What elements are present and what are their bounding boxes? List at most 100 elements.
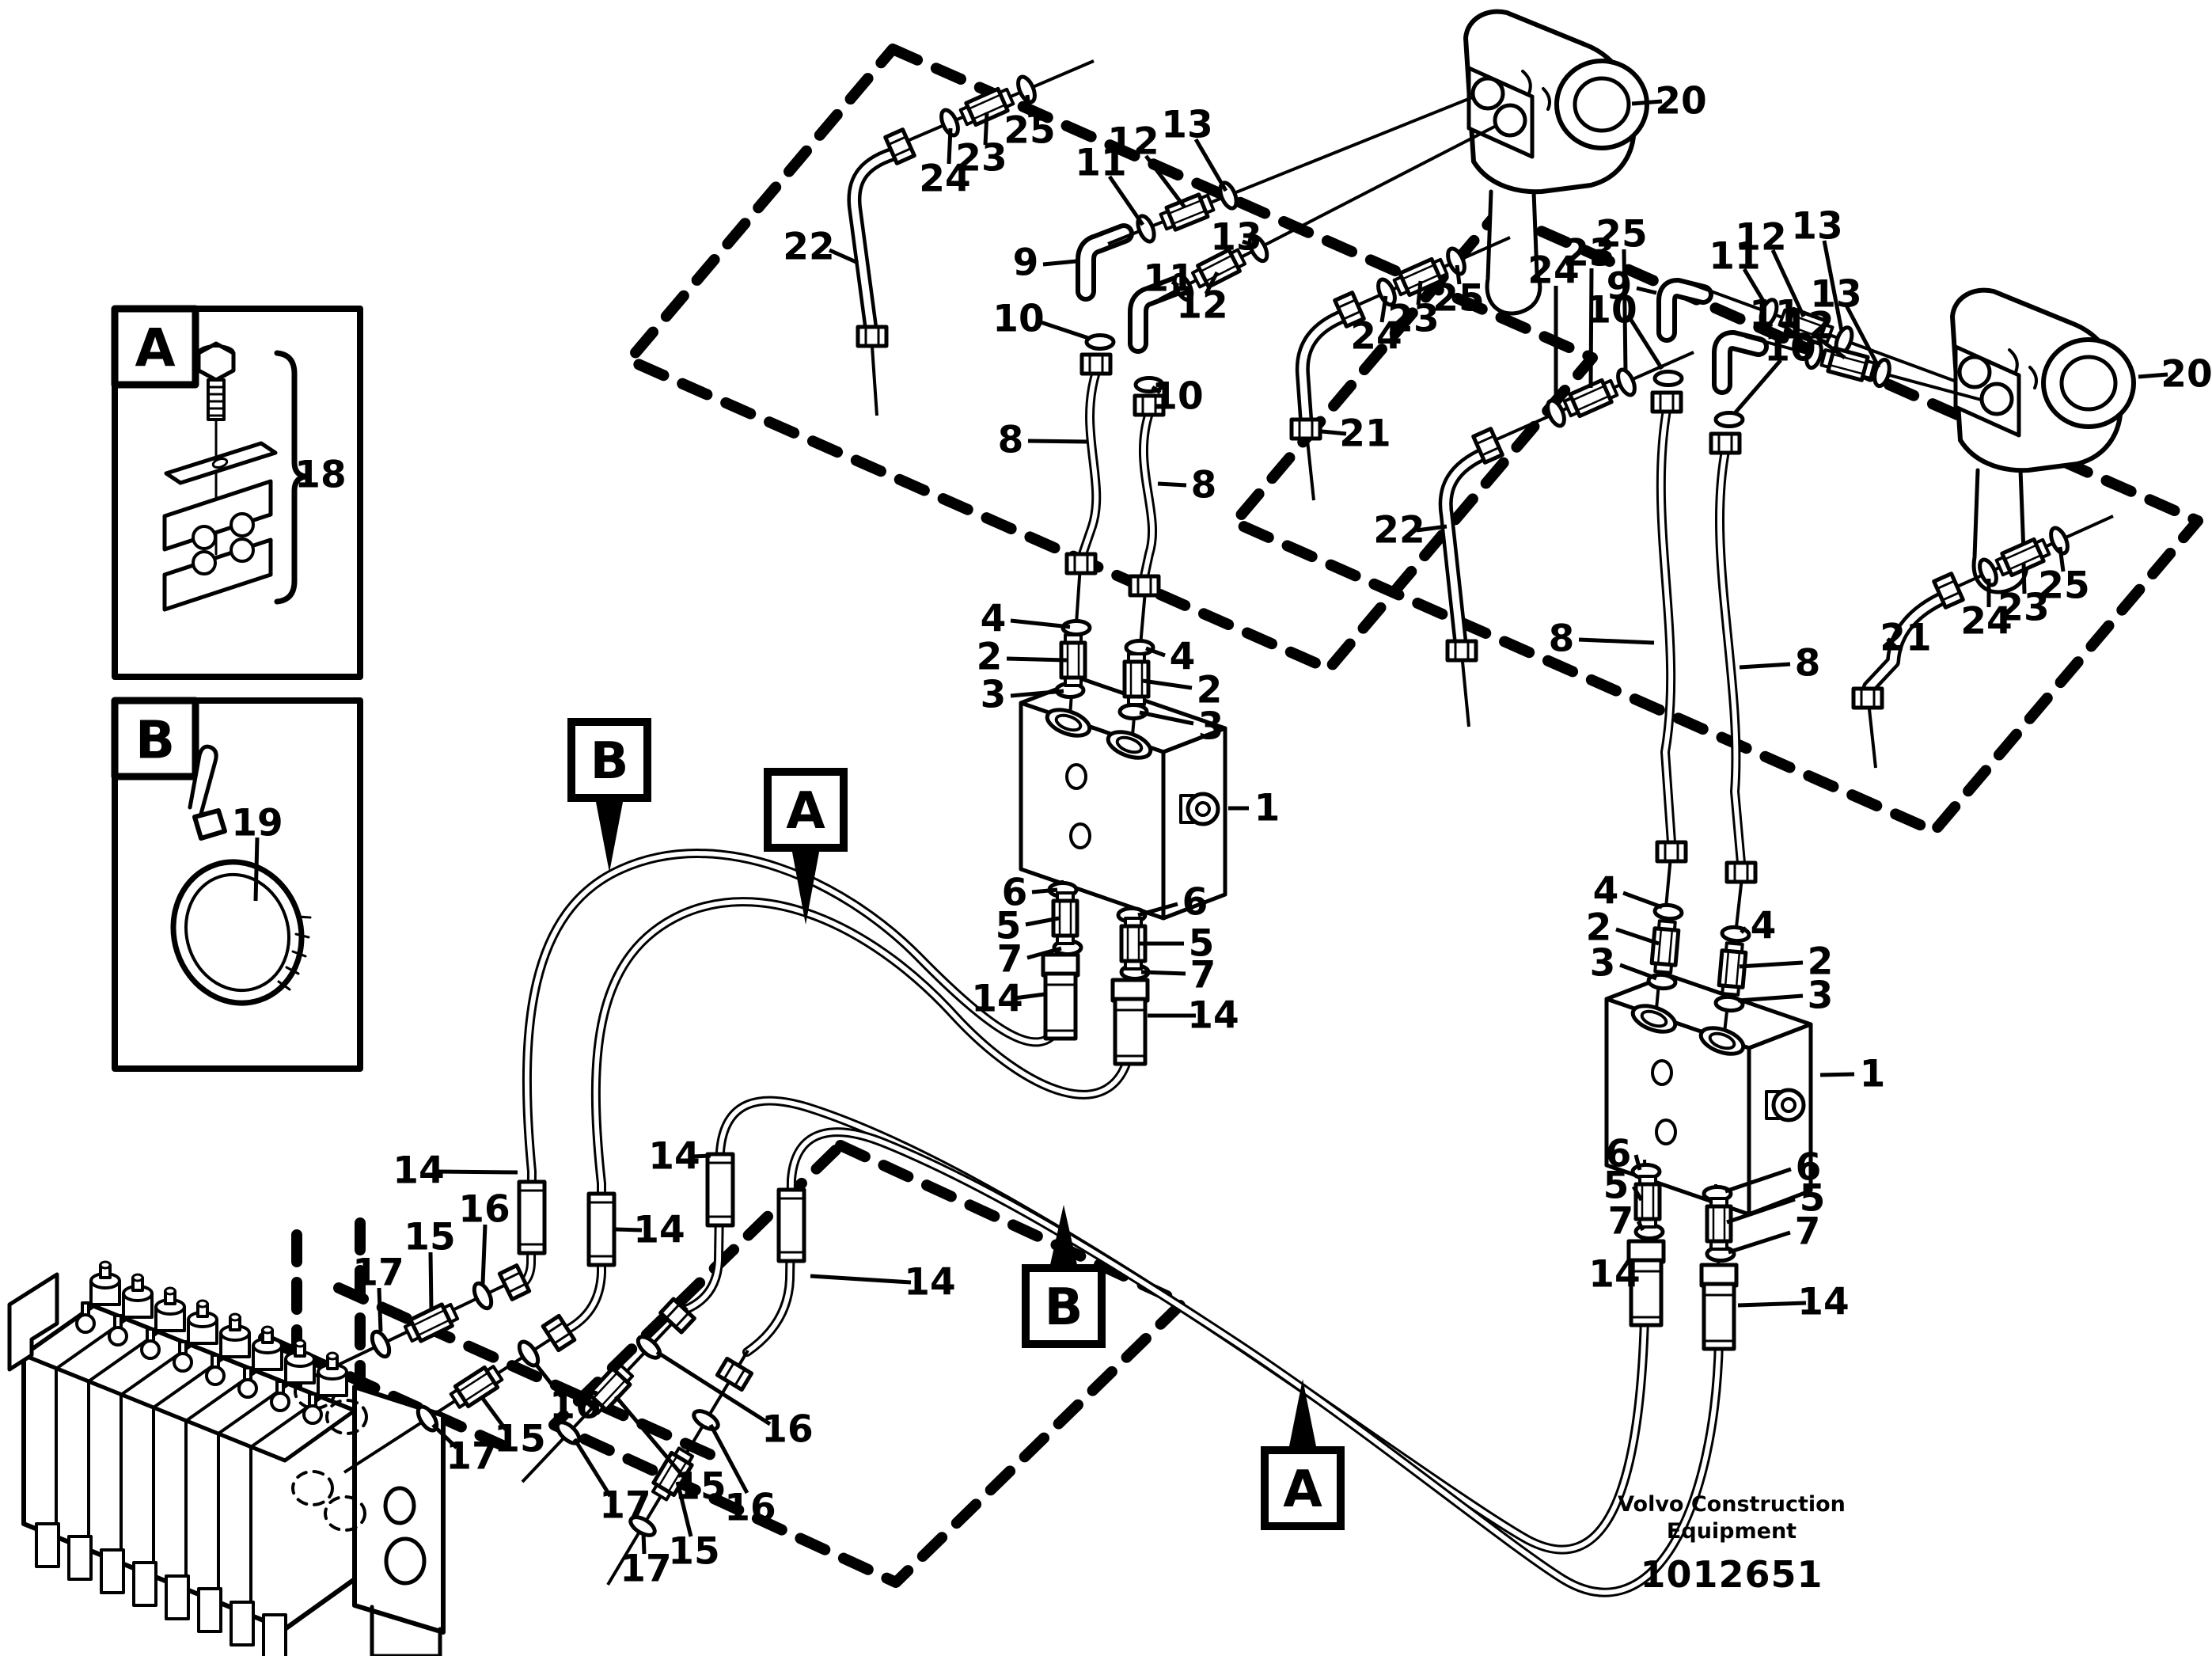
callout-25: 25 [1432, 264, 1485, 321]
drawing-number: 1012651 [1640, 1552, 1823, 1596]
callout-6: 6 [1606, 1133, 1642, 1176]
ref-marker-letter: A [1283, 1460, 1322, 1519]
callout-label: 5 [1189, 922, 1215, 966]
fitting-o [2049, 526, 2070, 556]
fitting-t [1851, 686, 1884, 710]
callout-22: 22 [1373, 509, 1447, 553]
bore-icon [1957, 355, 1992, 389]
hose-core [1299, 311, 1349, 422]
callout-13: 13 [1791, 205, 1844, 332]
oring-icon [1713, 994, 1745, 1013]
line-art [277, 915, 312, 991]
fitting-o [1652, 902, 1684, 921]
nut-icon [1709, 431, 1742, 455]
nut-icon [1724, 860, 1758, 884]
spool-top [108, 1326, 128, 1346]
hose-sleeve-icon [586, 1191, 617, 1267]
line-art [230, 512, 255, 537]
fitting-o [1247, 234, 1269, 264]
callout-23: 23 [1998, 563, 2050, 630]
fitting-t [1655, 840, 1688, 864]
callout-22: 22 [783, 226, 859, 269]
oring-icon [1016, 74, 1037, 104]
connector-nut [1110, 978, 1150, 1003]
callout-label: 21 [1880, 617, 1931, 660]
line-art [170, 859, 305, 1006]
hose-core [1658, 408, 1674, 845]
detail-box-letter-b: B [135, 710, 175, 771]
callout-leader [1631, 1185, 1644, 1202]
nut-icon [658, 1297, 696, 1335]
callout-label: 11 [1143, 257, 1194, 301]
nut-icon [1333, 291, 1366, 329]
ref-marker-letter: A [786, 782, 825, 841]
fitting-n [403, 1302, 460, 1343]
callout-21: 21 [1321, 412, 1391, 456]
callout-14: 14 [1737, 1281, 1850, 1324]
line-art [2059, 355, 2118, 412]
fitting-p [1630, 1004, 1678, 1034]
fitting-o [692, 1409, 720, 1431]
callout-13: 13 [1810, 273, 1881, 369]
hose-sleeve-icon [517, 1179, 547, 1255]
fitting-n [1059, 633, 1087, 687]
line-art [211, 458, 229, 469]
callout-12: 12 [1107, 120, 1186, 209]
callout-label: 17 [446, 1435, 497, 1479]
callout-label: 25 [1004, 109, 1055, 153]
nipple-icon [1633, 1182, 1662, 1221]
callout-10: 10 [1585, 289, 1664, 370]
callout-leader [1844, 304, 1881, 369]
hose-outline [742, 1127, 1724, 1597]
fitting-t [715, 1356, 754, 1392]
nipple-icon [1398, 256, 1444, 298]
callout-label: 13 [1810, 273, 1861, 317]
fitting-n [1159, 192, 1216, 232]
callout-3: 3 [1737, 974, 1833, 1018]
fitting-n [1119, 917, 1148, 970]
fitting-s [1041, 952, 1080, 1041]
spool-top [237, 1378, 258, 1399]
hose-core [1717, 449, 1743, 865]
fitting-c [317, 1351, 348, 1397]
callout-label: 8 [998, 419, 1024, 462]
callout-leader [1035, 318, 1091, 341]
callout-7: 7 [1608, 1200, 1645, 1244]
callout-label: 14 [1588, 1253, 1640, 1297]
line-art [111, 305, 199, 389]
nut-icon [1079, 352, 1113, 376]
callout-4: 4 [1740, 905, 1776, 948]
callout-leader [1140, 970, 1186, 976]
callout-leader [253, 837, 260, 902]
line-art [1655, 1119, 1677, 1145]
fitting-n [1122, 652, 1151, 706]
callout-leader [1622, 249, 1628, 373]
callout-3: 3 [981, 674, 1064, 717]
callout-14: 14 [1588, 1253, 1640, 1297]
panel-boundary-dashed [333, 1282, 720, 1462]
callout-leader [675, 1481, 693, 1537]
fitting-b [1979, 382, 2014, 416]
ref-marker-pointer [791, 848, 820, 925]
connector-nut [1699, 1263, 1739, 1288]
hose-core [1141, 411, 1155, 579]
callout-11: 11 [1709, 235, 1768, 306]
fitting-k [776, 1187, 806, 1263]
fitting-p [1045, 708, 1092, 738]
fitting-p [1698, 1026, 1746, 1056]
callout-4: 4 [1145, 636, 1195, 679]
fitting-o [628, 1515, 657, 1537]
callout-9: 9 [1607, 265, 1657, 309]
nipple-icon [1649, 926, 1681, 967]
line-art [188, 744, 218, 816]
fitting-k [586, 1191, 617, 1267]
valve-boot [100, 1548, 125, 1594]
callout-leader [1636, 1220, 1645, 1232]
nut-icon [1289, 417, 1322, 441]
fitting-n [1633, 1175, 1662, 1229]
callout-14: 14 [393, 1149, 518, 1193]
callout-label: 17 [620, 1548, 671, 1591]
fitting-t [497, 1263, 532, 1301]
